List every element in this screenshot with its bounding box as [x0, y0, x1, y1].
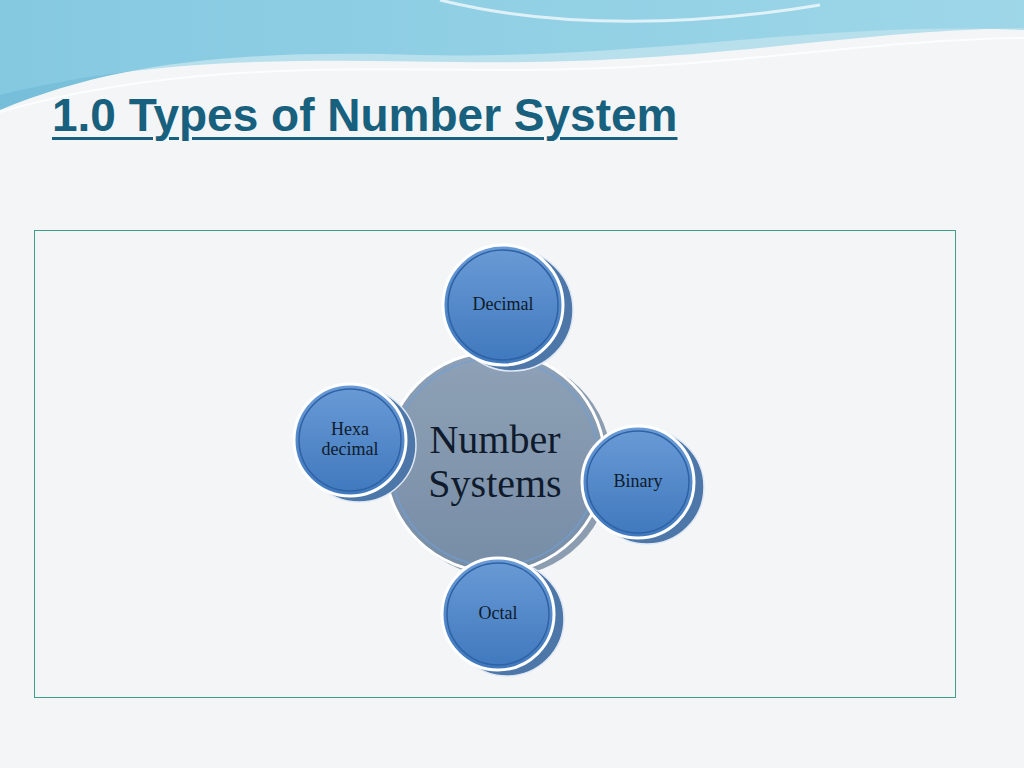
- system-label: Binary: [614, 472, 663, 492]
- system-label: Octal: [479, 604, 518, 624]
- hub-label: Number Systems: [420, 418, 570, 506]
- system-label: Decimal: [473, 295, 534, 315]
- satellite-circle: Octal: [440, 556, 556, 672]
- system-label: Hexa decimal: [318, 420, 382, 460]
- satellite-circle: Hexa decimal: [292, 382, 408, 498]
- hub-circle: Number Systems: [383, 350, 607, 574]
- slide-title: 1.0 Types of Number System: [52, 88, 677, 142]
- satellite-circle: Binary: [580, 424, 696, 540]
- satellite-circle: Decimal: [441, 243, 565, 367]
